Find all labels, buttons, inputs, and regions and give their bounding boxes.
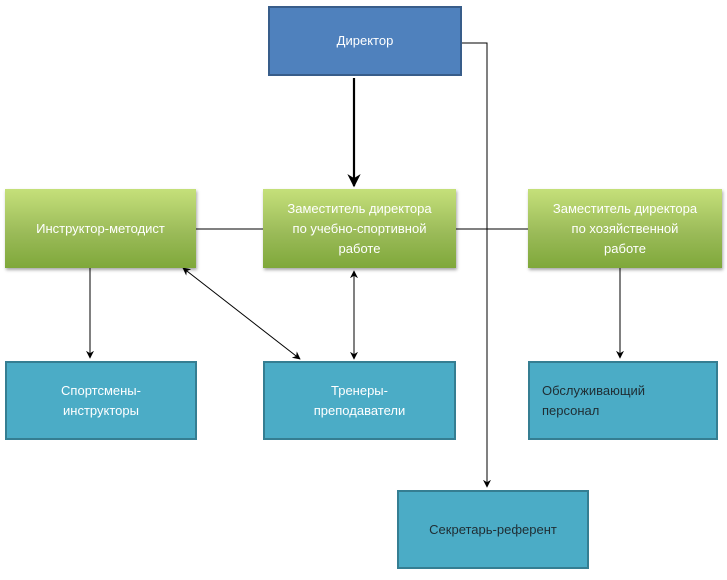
secretary-label: Секретарь-референт bbox=[429, 521, 557, 537]
connector-director-to-secretary bbox=[462, 42, 491, 488]
connector-instructor-to-coaches bbox=[182, 267, 301, 360]
deputy-sport-line-2: по учебно-спортивной bbox=[292, 220, 427, 236]
deputy-econ-line-1: Заместитель директора bbox=[552, 200, 698, 216]
director-label: Директор bbox=[336, 33, 394, 48]
deputy-econ-line-3: работе bbox=[604, 240, 646, 256]
instructor-methodist-box: Инструктор-методист bbox=[5, 189, 196, 268]
staff-line-2: персонал bbox=[542, 402, 600, 418]
instructor-methodist-label: Инструктор-методист bbox=[36, 220, 165, 236]
coaches-line-1: Тренеры- bbox=[331, 382, 388, 398]
athletes-instructors-box: Спортсмены- инструкторы bbox=[5, 361, 197, 440]
service-staff-box: Обслуживающий персонал bbox=[528, 361, 718, 440]
deputy-director-sport-box: Заместитель директора по учебно-спортивн… bbox=[263, 189, 456, 268]
athletes-line-2: инструкторы bbox=[63, 402, 139, 418]
deputy-sport-line-1: Заместитель директора bbox=[287, 200, 432, 216]
deputy-econ-line-2: по хозяйственной bbox=[571, 220, 679, 236]
staff-line-1: Обслуживающий bbox=[542, 382, 646, 398]
coaches-teachers-box: Тренеры- преподаватели bbox=[263, 361, 456, 440]
director-box: Директор bbox=[268, 6, 462, 76]
deputy-director-economic-box: Заместитель директора по хозяйственной р… bbox=[528, 189, 722, 268]
athletes-line-1: Спортсмены- bbox=[61, 382, 141, 398]
coaches-line-2: преподаватели bbox=[313, 402, 406, 418]
secretary-referent-box: Секретарь-референт bbox=[397, 490, 589, 569]
deputy-sport-line-3: работе bbox=[338, 240, 381, 256]
